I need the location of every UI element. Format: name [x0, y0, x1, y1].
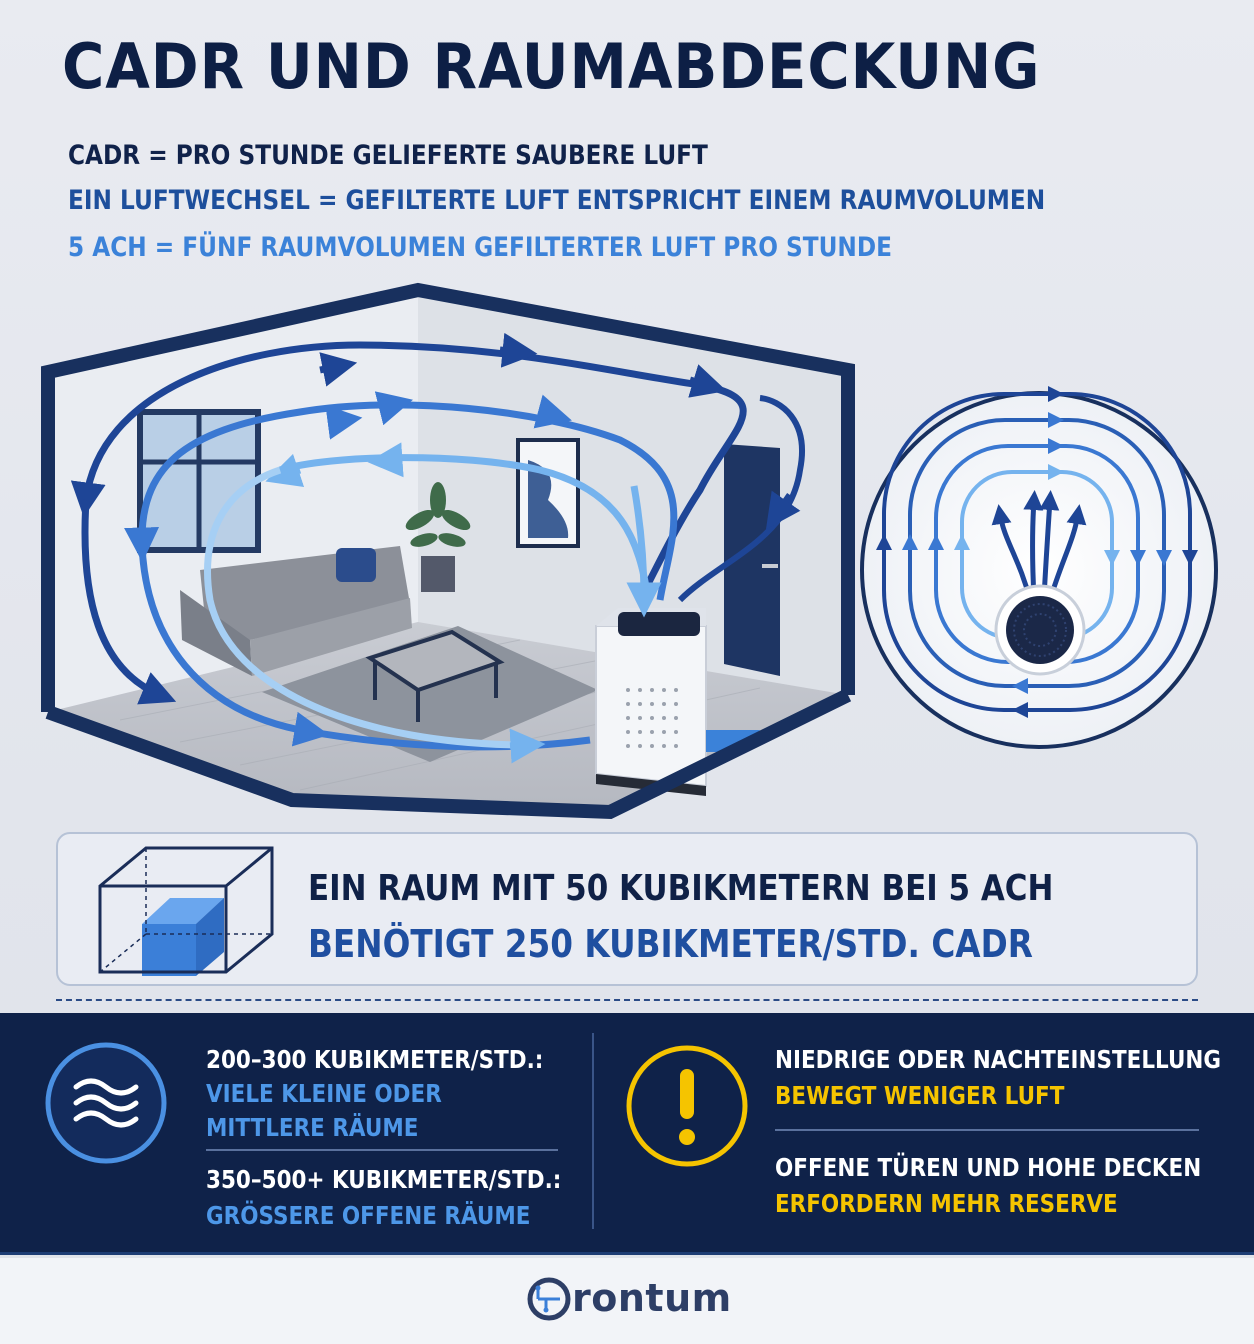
example-box: EIN RAUM MIT 50 KUBIKMETERN BEI 5 ACH BE…: [56, 832, 1198, 986]
recommendation-panel: 200–300 KUBIKMETER/STD.: VIELE KLEINE OD…: [0, 1013, 1254, 1255]
room-airflow-illustration: [41, 282, 1218, 820]
panel-divider: [592, 1033, 594, 1229]
brand-name: rontum: [572, 1276, 732, 1320]
note-open-doors-desc: ERFORDERN MEHR RESERVE: [775, 1189, 1118, 1218]
example-required-cadr: BENÖTIGT 250 KUBIKMETER/STD. CADR: [308, 922, 1033, 966]
range-large: 350–500+ KUBIKMETER/STD.:: [206, 1165, 562, 1194]
range-large-desc: GRÖSSERE OFFENE RÄUME: [206, 1201, 531, 1230]
right-separator: [775, 1129, 1199, 1131]
definition-ach: 5 ACH = FÜNF RAUMVOLUMEN GEFILTERTER LUF…: [68, 232, 893, 263]
frontum-logo-icon: [527, 1277, 571, 1321]
range-small: 200–300 KUBIKMETER/STD.:: [206, 1045, 544, 1074]
note-open-doors: OFFENE TÜREN UND HOHE DECKEN: [775, 1153, 1202, 1182]
definition-air-change: EIN LUFTWECHSEL = GEFILTERTE LUFT ENTSPR…: [68, 185, 1046, 216]
dashed-divider: [56, 999, 1198, 1001]
alert-icon: [626, 1045, 748, 1167]
note-low-setting: NIEDRIGE ODER NACHTEINSTELLUNG: [775, 1045, 1222, 1074]
footer: rontum: [0, 1258, 1254, 1344]
definition-cadr: CADR = PRO STUNDE GELIEFERTE SAUBERE LUF…: [68, 140, 708, 171]
note-low-setting-desc: BEWEGT WENIGER LUFT: [775, 1081, 1065, 1110]
cube-icon: [98, 846, 274, 976]
example-room-volume: EIN RAUM MIT 50 KUBIKMETERN BEI 5 ACH: [308, 868, 1054, 909]
range-small-desc-2: MITTLERE RÄUME: [206, 1113, 419, 1142]
range-small-desc-1: VIELE KLEINE ODER: [206, 1079, 442, 1108]
wave-icon: [45, 1042, 167, 1164]
left-separator: [206, 1149, 558, 1151]
page-title: CADR UND RAUMABDECKUNG: [62, 30, 1041, 103]
